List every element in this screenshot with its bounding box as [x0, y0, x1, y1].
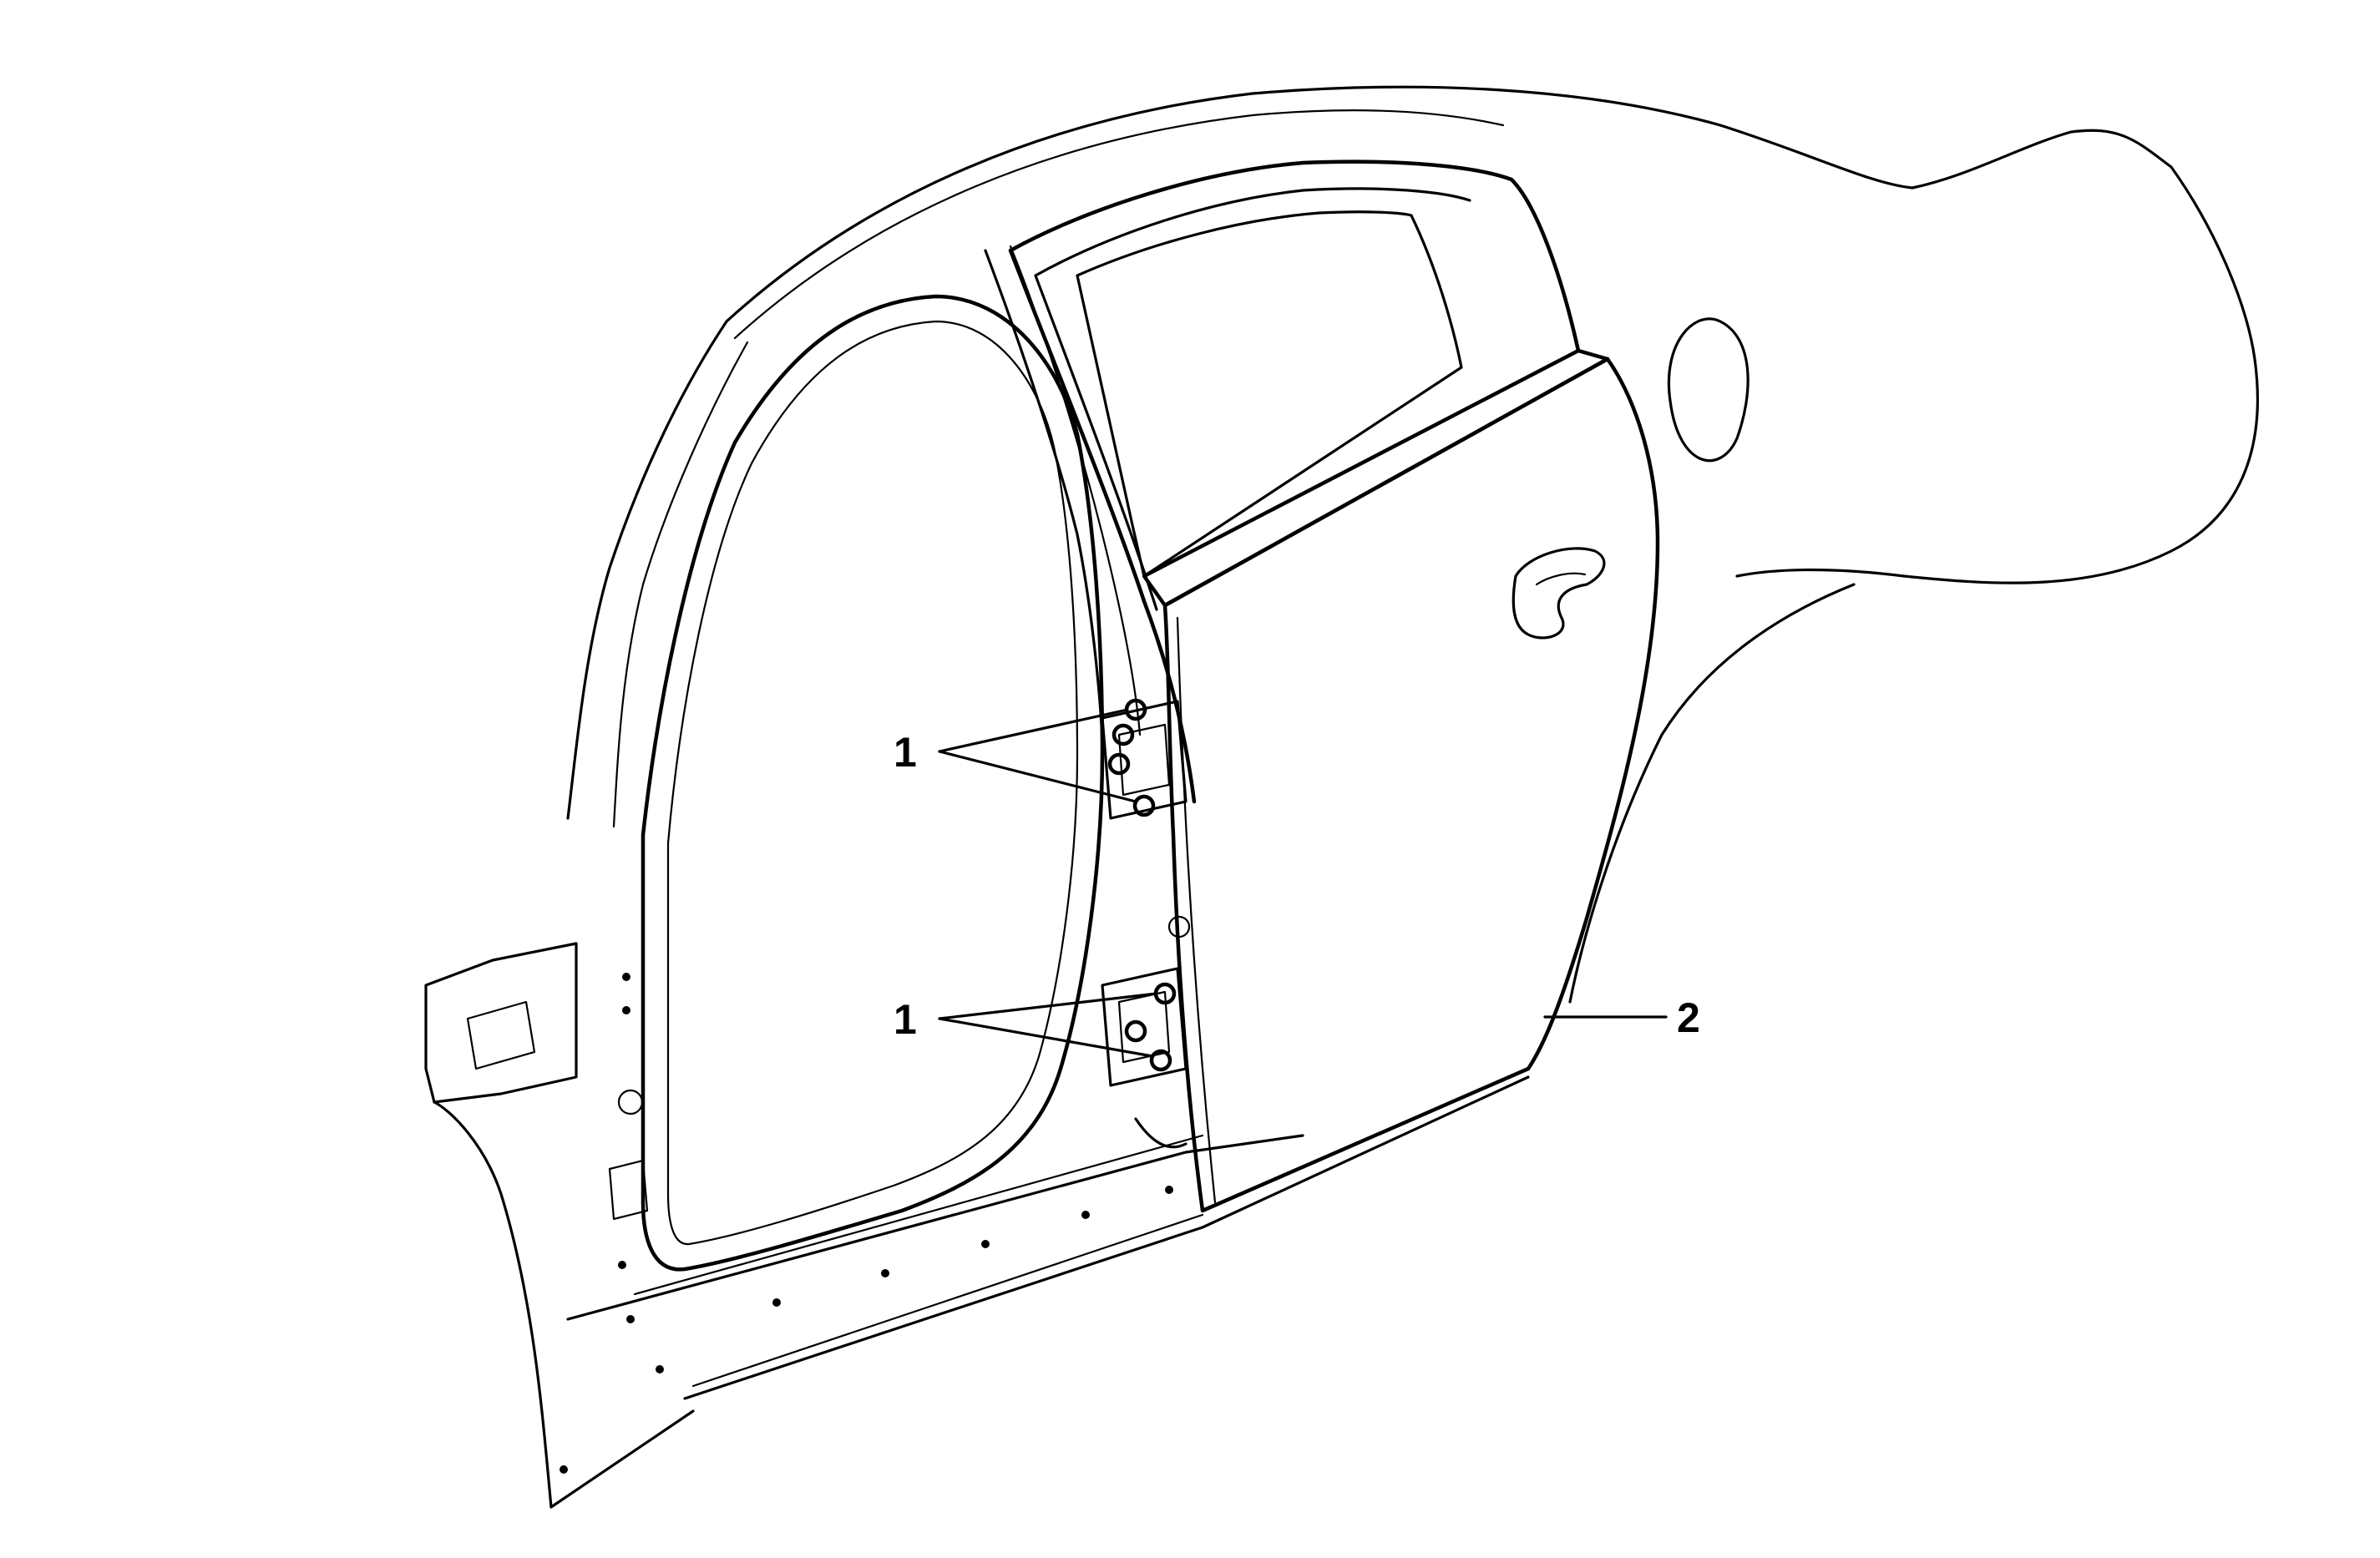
rear-door — [1008, 159, 1660, 1213]
upper-hinge — [1101, 698, 1187, 820]
hinge-bolt-icon — [1124, 1019, 1147, 1043]
callout-rear-door: 2 — [1677, 994, 1700, 1041]
hinge-bolt-icon — [1112, 723, 1135, 746]
leader-line-upper-2 — [938, 750, 1137, 803]
hinge-bolt-icon — [1132, 794, 1156, 817]
leader-line-lower-2 — [938, 1017, 1154, 1058]
body-side-panel — [424, 85, 2259, 1509]
leader-line-lower-1 — [938, 992, 1158, 1020]
callout-leaders — [938, 708, 1668, 1058]
callout-upper-hinge-bolts: 1 — [894, 729, 917, 776]
hinge-bolt-icon — [1107, 752, 1131, 776]
callout-lower-hinge-bolts: 1 — [894, 996, 917, 1043]
lower-hinge — [1101, 915, 1191, 1149]
leader-line-upper-1 — [938, 708, 1129, 753]
hinge-bolt-icon — [1149, 1049, 1172, 1072]
